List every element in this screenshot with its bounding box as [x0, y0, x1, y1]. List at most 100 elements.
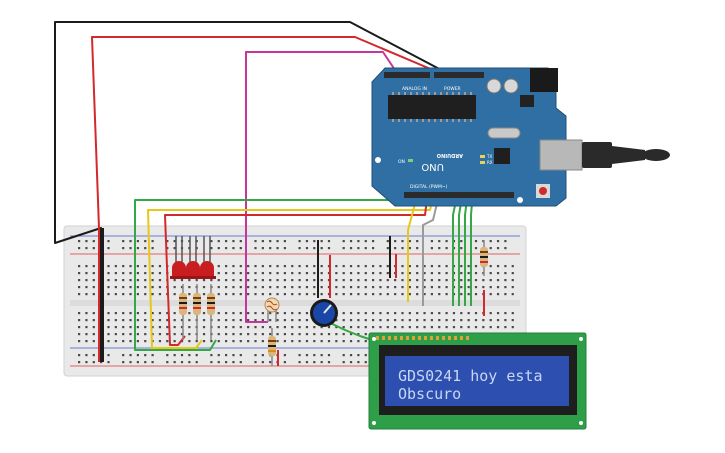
- breadboard-hole: [158, 312, 162, 315]
- breadboard-hole: [188, 312, 191, 315]
- breadboard-hole: [327, 354, 331, 357]
- breadboard-hole: [232, 354, 235, 357]
- breadboard-hole: [298, 354, 301, 357]
- breadboard-hole: [136, 361, 139, 364]
- breadboard-hole: [474, 265, 478, 268]
- breadboard-hole: [335, 326, 338, 329]
- breadboard-hole: [261, 240, 264, 243]
- breadboard-hole: [166, 312, 169, 315]
- breadboard-hole: [386, 312, 389, 315]
- breadboard-hole: [416, 293, 419, 296]
- breadboard-hole: [92, 265, 95, 268]
- breadboard-hole: [394, 319, 397, 322]
- breadboard-hole: [254, 312, 257, 315]
- breadboard-hole: [85, 326, 88, 329]
- breadboard-hole: [173, 333, 176, 336]
- breadboard-hole: [261, 247, 264, 250]
- breadboard-hole: [151, 333, 154, 336]
- breadboard-hole: [122, 326, 125, 329]
- breadboard-hole: [158, 286, 162, 289]
- breadboard-hole: [92, 312, 95, 315]
- breadboard-hole: [335, 319, 338, 322]
- breadboard-hole: [386, 240, 389, 243]
- potentiometer[interactable]: [310, 299, 338, 327]
- breadboard-hole: [291, 279, 294, 282]
- breadboard-hole: [423, 319, 426, 322]
- breadboard-hole: [92, 279, 95, 282]
- lcd-screen: [385, 356, 569, 406]
- capacitor-1: [486, 78, 502, 94]
- breadboard-hole: [239, 286, 242, 289]
- breadboard-hole: [357, 354, 360, 357]
- breadboard-hole: [372, 319, 375, 322]
- breadboard-hole: [78, 265, 81, 268]
- breadboard-hole: [158, 340, 162, 343]
- breadboard-hole: [180, 326, 184, 329]
- breadboard-hole: [247, 286, 250, 289]
- breadboard-hole: [195, 340, 198, 343]
- breadboard-hole: [305, 247, 309, 250]
- breadboard-hole: [85, 333, 88, 336]
- breadboard-hole: [394, 247, 397, 250]
- breadboard-hole: [313, 354, 316, 357]
- breadboard-hole: [438, 265, 441, 268]
- breadboard-hole: [85, 354, 88, 357]
- breadboard-hole: [254, 333, 257, 336]
- breadboard-hole: [202, 312, 206, 315]
- breadboard-hole: [151, 361, 154, 364]
- breadboard-hole: [225, 326, 228, 329]
- breadboard-hole: [357, 340, 360, 343]
- breadboard-hole: [313, 340, 316, 343]
- breadboard-hole: [261, 319, 264, 322]
- breadboard-hole: [269, 247, 272, 250]
- wire-yellow-pin: [147, 190, 436, 349]
- breadboard-hole: [129, 240, 132, 243]
- breadboard-hole: [342, 247, 345, 250]
- reset-button[interactable]: [539, 187, 547, 195]
- breadboard-hole: [114, 272, 117, 275]
- breadboard-hole: [202, 279, 206, 282]
- breadboard-hole: [379, 272, 382, 275]
- breadboard-hole: [144, 340, 147, 343]
- breadboard-hole: [283, 354, 286, 357]
- breadboard-hole: [386, 247, 389, 250]
- breadboard-hole: [166, 240, 169, 243]
- breadboard-hole: [151, 354, 154, 357]
- breadboard-hole: [496, 293, 500, 296]
- breadboard-hole: [180, 333, 184, 336]
- breadboard-hole: [357, 286, 360, 289]
- breadboard-hole: [408, 265, 411, 268]
- breadboard-hole: [261, 293, 264, 296]
- breadboard-hole: [327, 240, 331, 243]
- breadboard-hole: [107, 279, 110, 282]
- breadboard-hole: [122, 340, 125, 343]
- breadboard-hole: [225, 279, 228, 282]
- breadboard-hole: [283, 319, 286, 322]
- breadboard-hole: [372, 286, 375, 289]
- breadboard-hole: [122, 293, 125, 296]
- breadboard-hole: [298, 312, 301, 315]
- breadboard-hole: [261, 333, 264, 336]
- breadboard-hole: [372, 265, 375, 268]
- breadboard-hole: [232, 312, 235, 315]
- breadboard-hole: [342, 265, 345, 268]
- breadboard-hole: [349, 319, 353, 322]
- breadboard-hole: [92, 361, 95, 364]
- breadboard-hole: [460, 240, 463, 243]
- breadboard-hole: [232, 326, 235, 329]
- breadboard-hole: [269, 279, 272, 282]
- breadboard-hole: [254, 326, 257, 329]
- breadboard-hole: [496, 326, 500, 329]
- wire-red-led: [164, 190, 429, 346]
- breadboard-hole: [107, 240, 110, 243]
- breadboard-hole: [349, 312, 353, 315]
- breadboard-hole: [364, 247, 367, 250]
- breadboard-hole: [151, 312, 154, 315]
- breadboard-hole: [85, 312, 88, 315]
- breadboard-hole: [305, 279, 309, 282]
- breadboard-hole: [445, 247, 448, 250]
- breadboard-hole: [342, 312, 345, 315]
- breadboard-hole: [474, 319, 478, 322]
- breadboard-hole: [327, 247, 331, 250]
- breadboard-hole: [136, 265, 139, 268]
